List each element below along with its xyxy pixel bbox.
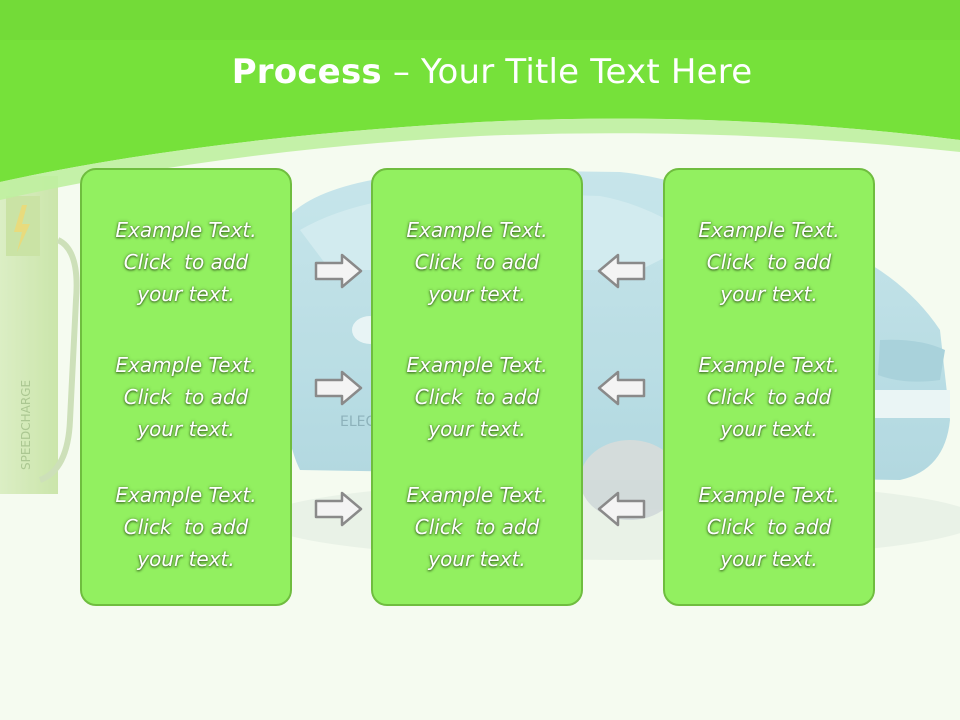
- panel-left[interactable]: Example Text. Click to add your text. Ex…: [80, 168, 292, 606]
- arrow-left-icon: [597, 491, 646, 527]
- arrow-left-icon: [597, 370, 646, 406]
- panel-text[interactable]: Example Text. Click to add your text.: [406, 353, 548, 441]
- panel-text[interactable]: Example Text. Click to add your text.: [406, 483, 548, 571]
- arrow-right-icon: [314, 253, 363, 289]
- panel-text[interactable]: Example Text. Click to add your text.: [115, 218, 257, 306]
- slide-title[interactable]: Process – Your Title Text Here: [0, 52, 960, 92]
- header-band: [0, 0, 960, 200]
- title-rest: – Your Title Text Here: [381, 52, 753, 92]
- charger-label: SPEEDCHARGE: [19, 380, 33, 470]
- charger-image: SPEEDCHARGE: [0, 176, 80, 494]
- arrow-right-icon: [314, 370, 363, 406]
- panel-text[interactable]: Example Text. Click to add your text.: [698, 353, 840, 441]
- lightning-bolt-icon: [14, 205, 30, 252]
- panel-text[interactable]: Example Text. Click to add your text.: [115, 483, 257, 571]
- arrow-right-icon: [314, 491, 363, 527]
- car-badge-text: ELEC: [340, 414, 375, 430]
- panel-text[interactable]: Example Text. Click to add your text.: [698, 483, 840, 571]
- panel-text[interactable]: Example Text. Click to add your text.: [406, 218, 548, 306]
- panel-right[interactable]: Example Text. Click to add your text. Ex…: [663, 168, 875, 606]
- panel-middle[interactable]: Example Text. Click to add your text. Ex…: [371, 168, 583, 606]
- arrow-left-icon: [597, 253, 646, 289]
- panel-text[interactable]: Example Text. Click to add your text.: [698, 218, 840, 306]
- panel-text[interactable]: Example Text. Click to add your text.: [115, 353, 257, 441]
- title-bold: Process: [231, 52, 382, 92]
